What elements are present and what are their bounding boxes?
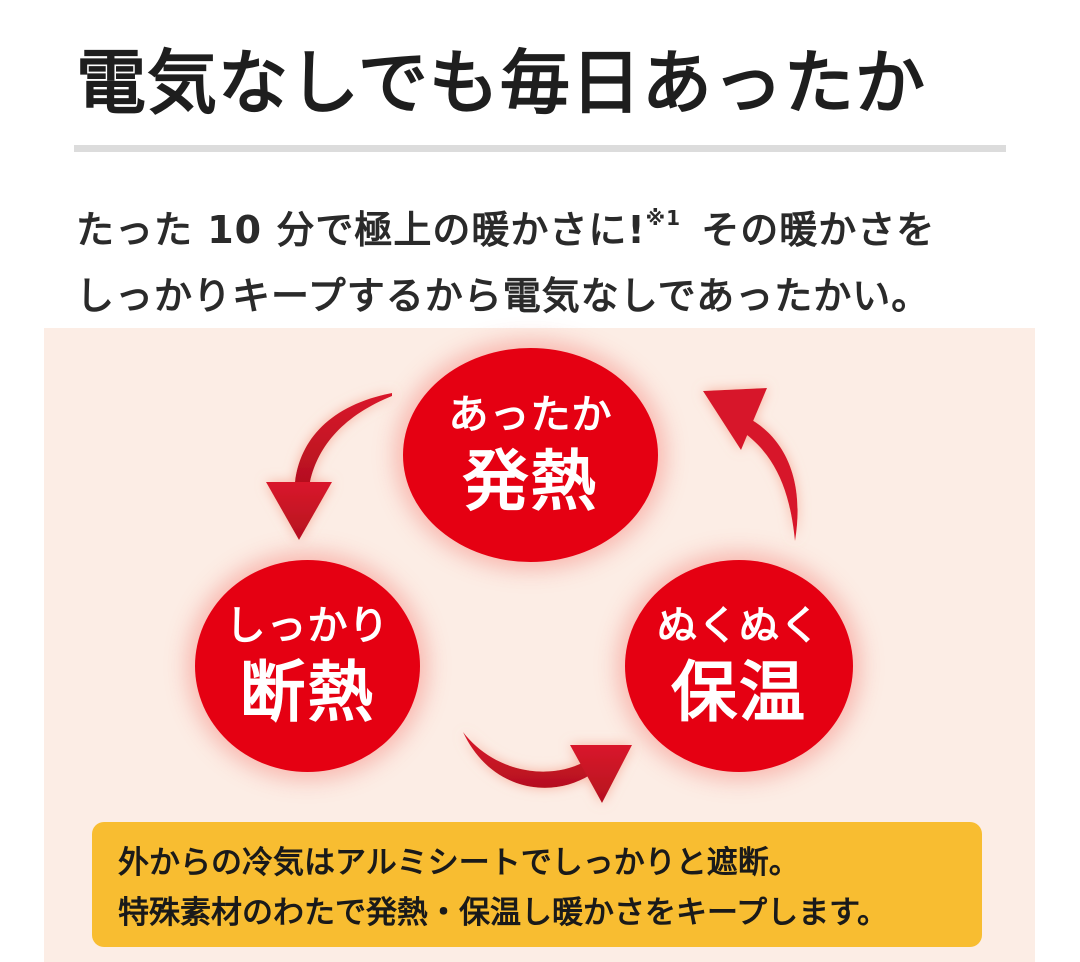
cycle-node-insulation: しっかり 断熱 [195,560,420,772]
node-insulation-main: 断熱 [239,654,376,731]
node-heat-main: 発熱 [462,443,599,520]
explanation-box: 外からの冷気はアルミシートでしっかりと遮断。 特殊素材のわたで発熱・保温し暖かさ… [92,822,982,947]
note-line1: 外からの冷気はアルミシートでしっかりと遮断。 [118,845,800,881]
node-insulation-sub: しっかり [225,603,390,649]
lead-line2: しっかりキープするから電気なしであったかい。 [76,274,931,318]
node-warmth-sub: ぬくぬく [657,603,821,649]
title-divider [74,145,1006,152]
lead-line1-after: その暖かさを [687,208,936,252]
page-title: 電気なしでも毎日あったか [76,42,926,124]
cycle-node-heat: あったか 発熱 [403,348,658,562]
footnote-mark: ※1 [645,206,682,230]
note-line2: 特殊素材のわたで発熱・保温し暖かさをキープします。 [118,895,889,931]
lead-line1-before: たった 10 分で極上の暖かさに! [76,208,646,252]
node-warmth-main: 保温 [671,654,807,731]
lead-text: たった 10 分で極上の暖かさに!※1 その暖かさを しっかりキープするから電気… [76,185,1016,329]
node-heat-sub: あったか [448,392,613,438]
cycle-node-warmth: ぬくぬく 保温 [625,560,853,772]
